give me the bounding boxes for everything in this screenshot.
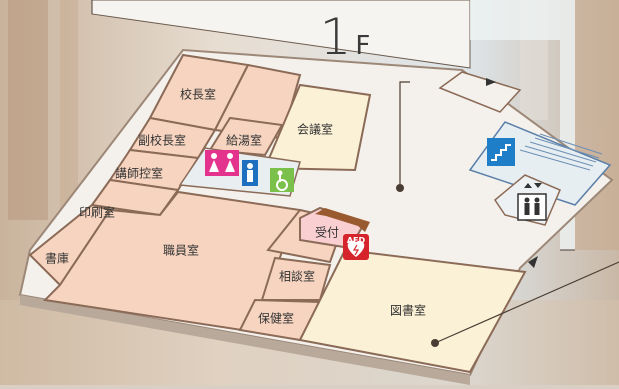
label-koushihikaeshitsu: 講師控室 <box>114 166 164 181</box>
entrance-arrow-bottom-icon <box>528 256 538 268</box>
label-shokuinshitsu: 職員室 <box>162 243 200 258</box>
room-kaigishitsu[interactable] <box>263 83 372 172</box>
room-soudanshitsu[interactable] <box>260 256 332 301</box>
label-shoko: 書庫 <box>44 251 70 266</box>
entrance-upper <box>438 71 522 113</box>
leader-line-hall <box>399 81 410 188</box>
elevator-arrows-icon <box>524 183 542 188</box>
mens-restroom-icon <box>242 160 258 186</box>
label-hokenshitsu: 保健室 <box>257 311 295 326</box>
label-toshoshitsu: 図書室 <box>389 303 427 318</box>
womens-restroom-icon <box>205 150 239 176</box>
entrance-arrow-top-icon <box>486 78 496 86</box>
aed-label: AED <box>347 236 366 245</box>
accessible-restroom-icon <box>270 168 294 192</box>
label-kouchoushitsu: 校長室 <box>179 87 217 102</box>
aed-icon[interactable]: AED <box>343 234 369 260</box>
library-point-marker <box>431 339 439 347</box>
hall-point-marker <box>396 184 404 192</box>
floor-plate-edge <box>20 295 470 385</box>
staircase-icon <box>487 138 515 166</box>
label-kyuutoushitsu: 給湯室 <box>225 133 263 148</box>
leader-line-library <box>434 261 619 344</box>
room-toshoshitsu[interactable] <box>298 248 527 374</box>
label-insatsushitsu: 印刷室 <box>78 205 116 220</box>
label-uketsuke: 受付 <box>314 225 340 240</box>
room-kyuutoushitsu[interactable] <box>208 116 284 157</box>
reception-counter <box>315 208 370 232</box>
label-kaigishitsu: 会議室 <box>296 122 334 137</box>
stair-steps <box>519 133 603 171</box>
label-fukukouchoushitsu: 副校長室 <box>137 133 187 148</box>
label-soudanshitsu: 相談室 <box>278 269 316 284</box>
room-insatsushitsu[interactable] <box>90 178 180 217</box>
floor-suffix: F <box>355 31 371 61</box>
floor-number: 1 <box>319 8 352 66</box>
elevator-icon <box>517 193 547 221</box>
